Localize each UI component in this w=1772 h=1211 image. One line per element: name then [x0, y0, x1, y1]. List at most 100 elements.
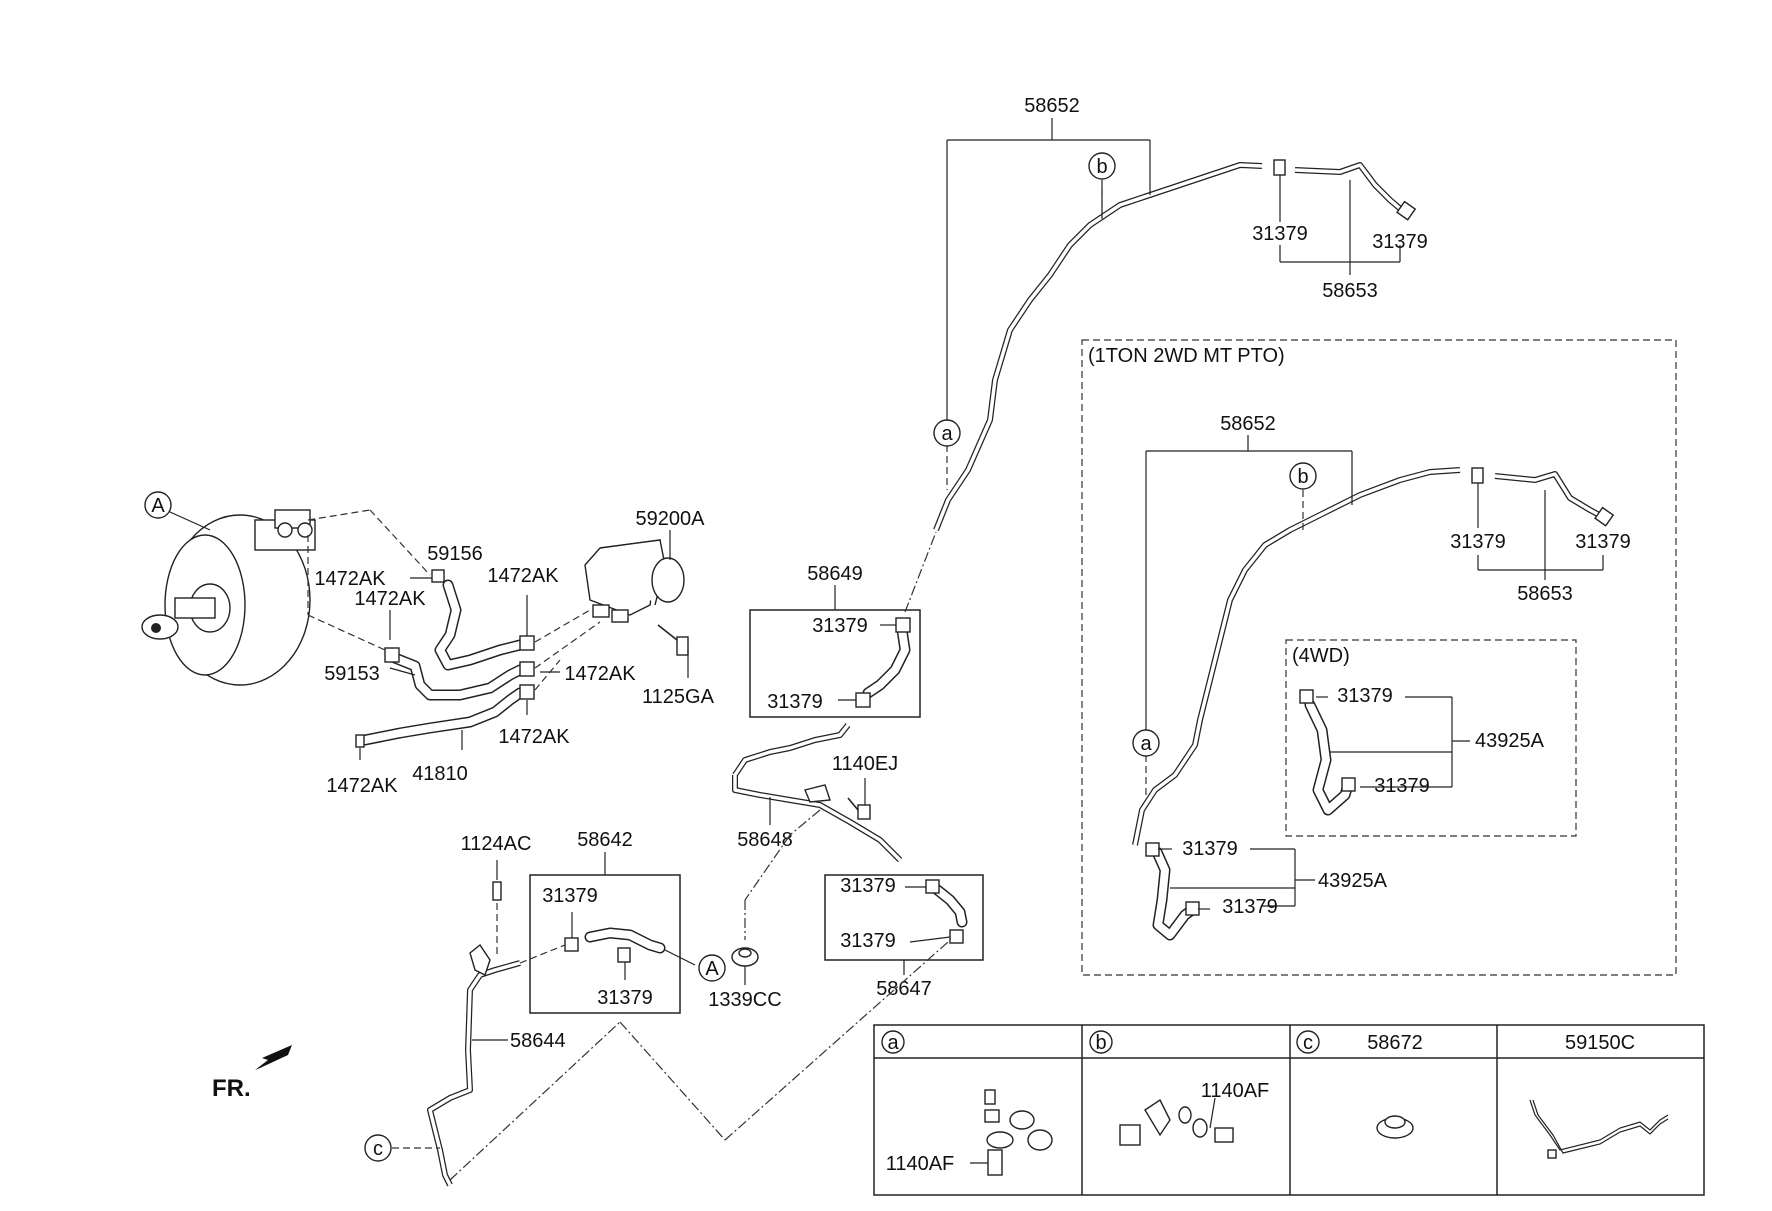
clip-1472ak-41810-end [355, 734, 365, 748]
label-58647: 58647 [876, 978, 932, 1000]
legend-table [873, 1024, 1705, 1196]
clip-31379-top-right [1396, 200, 1417, 221]
legend-callout-a [881, 1030, 905, 1054]
callout-a-pto [1132, 729, 1160, 757]
clip-31379-4wd-top [1299, 689, 1314, 704]
label-58648: 58648 [737, 829, 793, 851]
label-31379-58649-1: 31379 [812, 615, 868, 637]
clip-31379-58642-left [564, 937, 579, 952]
label-1339cc: 1339CC [708, 989, 781, 1011]
legend-b-label-1140af: 1140AF [1201, 1080, 1270, 1102]
pto-pipe-assembly [1132, 467, 1615, 846]
label-31379-58642-2: 31379 [597, 987, 653, 1009]
hose-43925a-4wd [1299, 689, 1356, 816]
leaders-pto [1145, 435, 1604, 800]
hose-58647 [925, 879, 968, 944]
legend-b-fitting [1119, 1097, 1234, 1146]
4wd-variant-title: (4WD) [1292, 645, 1350, 667]
clip-31379-pto-hose-bottom [1185, 901, 1200, 916]
brake-booster [141, 509, 316, 686]
grommet-1339cc [731, 947, 759, 967]
label-43925a-4wd: 43925A [1475, 730, 1545, 752]
label-31379-top-2: 31379 [1372, 231, 1428, 253]
brake-pipe-58652-assembly [933, 159, 1417, 532]
pto-variant-box [1081, 339, 1677, 976]
legend-a-label-1140af: 1140AF [886, 1153, 955, 1175]
bolt-1124ac [492, 881, 502, 901]
legend-label-59150c: 59150C [1565, 1032, 1635, 1054]
hose-41810 [355, 684, 535, 748]
clip-31379-pto-right [1594, 506, 1615, 527]
clip-1472ak-top [431, 569, 445, 583]
callout-c-text: c [373, 1138, 383, 1160]
label-1472ak-5: 1472AK [498, 726, 570, 748]
pto-variant-title: (1TON 2WD MT PTO) [1088, 345, 1285, 367]
label-1140ej: 1140EJ [832, 753, 898, 775]
label-43925a-pto: 43925A [1318, 870, 1388, 892]
callout-b-top [1088, 152, 1116, 180]
label-58649: 58649 [807, 563, 863, 585]
callout-c [364, 1134, 392, 1162]
clip-31379-pto-hose-top [1145, 842, 1160, 857]
bracket-58648 [732, 723, 903, 863]
label-31379-58649-2: 31379 [767, 691, 823, 713]
hose-58649 [855, 617, 911, 708]
legend-callout-c [1296, 1030, 1320, 1054]
hose-59153 [384, 647, 535, 701]
label-1472ak-1: 1472AK [314, 568, 386, 590]
label-58652-pto: 58652 [1220, 413, 1276, 435]
label-58642: 58642 [577, 829, 633, 851]
clip-31379-4wd-bottom [1341, 777, 1356, 792]
label-1125ga: 1125GA [642, 686, 715, 708]
label-1124ac: 1124AC [461, 833, 532, 855]
label-58644: 58644 [510, 1030, 566, 1052]
bolt-1140ej [857, 804, 871, 820]
legend-callout-a-text: a [887, 1032, 899, 1054]
clip-31379-pto-left [1471, 467, 1484, 484]
clip-31379-top-left [1273, 159, 1286, 176]
label-1472ak-6: 1472AK [326, 775, 398, 797]
legend-a-fitting [970, 1089, 1053, 1176]
bolt-1125ga [657, 624, 689, 656]
callout-b-pto-text: b [1297, 466, 1308, 488]
callout-A-booster-text: A [151, 495, 165, 517]
clip-1472ak-41810 [519, 684, 535, 700]
hose-43925a-pto [1145, 842, 1200, 941]
label-59156: 59156 [427, 543, 483, 565]
legend-callout-b [1089, 1030, 1113, 1054]
callout-a-pto-text: a [1140, 733, 1152, 755]
legend-59150c-pipe [1529, 1099, 1669, 1159]
label-31379-58642-1: 31379 [542, 885, 598, 907]
legend-label-58672: 58672 [1367, 1032, 1423, 1054]
label-59200a: 59200A [636, 508, 706, 530]
front-arrow-icon [255, 1045, 292, 1070]
clip-1472ak-59156 [519, 635, 535, 651]
callout-A-58642-text: A [705, 958, 719, 980]
clip-31379-58642-mid [617, 947, 631, 963]
clip-31379-58647-bottom [949, 929, 964, 944]
label-31379-4wd-2: 31379 [1374, 775, 1430, 797]
label-31379-58647-1: 31379 [840, 875, 896, 897]
callout-a-top-text: a [941, 423, 953, 445]
leaders-pto-hose [1158, 848, 1315, 910]
label-31379-top-1: 31379 [1252, 223, 1308, 245]
callout-A-booster [144, 491, 172, 519]
leaders-top [946, 118, 1401, 490]
label-31379-4wd-1: 31379 [1337, 685, 1393, 707]
clip-1472ak-59153 [519, 661, 535, 677]
leaders-left [307, 509, 689, 760]
label-31379-pto-3: 31379 [1182, 838, 1238, 860]
clip-31379-58649-bottom [855, 692, 871, 708]
callout-a-top [933, 419, 961, 447]
reservoir-59200a [584, 539, 685, 623]
clip-31379-58647-top [925, 879, 940, 894]
4wd-variant-box [1285, 639, 1577, 837]
clip-31379-58649-top [895, 617, 911, 633]
label-1472ak-2: 1472AK [354, 588, 426, 610]
front-direction-label: FR. [212, 1075, 251, 1102]
callout-b-top-text: b [1096, 156, 1107, 178]
label-1472ak-3: 1472AK [487, 565, 559, 587]
hose-58642 [564, 927, 666, 963]
label-31379-pto-4: 31379 [1222, 896, 1278, 918]
